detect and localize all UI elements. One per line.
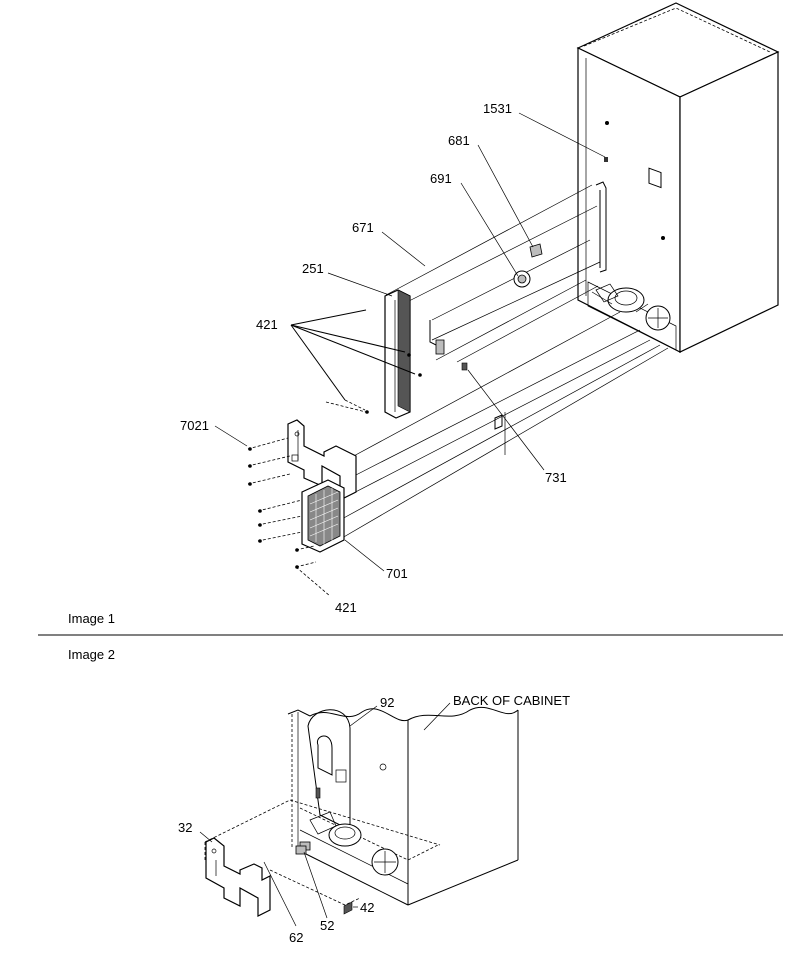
part-731: [494, 414, 503, 430]
part-691-knob: [513, 270, 531, 288]
label-leaders-image2: [199, 702, 451, 927]
caption-image1: Image 1: [68, 611, 115, 626]
label-62: 62: [289, 930, 303, 945]
cover-panel-32: [205, 837, 271, 917]
label-421-bottom: 421: [335, 600, 357, 615]
tube-bracket-671: [429, 320, 468, 371]
label-681: 681: [448, 133, 470, 148]
label-701: 701: [386, 566, 408, 581]
label-7021: 7021: [180, 418, 209, 433]
leaders-421: [290, 309, 416, 411]
assembly-outline: [204, 799, 441, 906]
part-52: [295, 845, 307, 855]
screws-421-top: [325, 353, 422, 414]
label-671: 671: [352, 220, 374, 235]
label-421-top: 421: [256, 317, 278, 332]
label-leaders: [214, 112, 606, 597]
label-731: 731: [545, 470, 567, 485]
part-42: [343, 901, 353, 915]
label-251: 251: [302, 261, 324, 276]
label-691: 691: [430, 171, 452, 186]
cabinet-back-panel: [287, 706, 519, 906]
label-42: 42: [360, 900, 374, 915]
bracket-7021: [287, 419, 357, 501]
label-1531: 1531: [483, 101, 512, 116]
label-92: 92: [380, 695, 394, 710]
caption-image2: Image 2: [68, 647, 115, 662]
panel-251: [384, 289, 411, 419]
screws-7021: [247, 437, 291, 486]
label-52: 52: [320, 918, 334, 933]
part-681: [529, 243, 543, 258]
compressor-area: [587, 281, 677, 351]
compressor-compartment: [299, 807, 439, 885]
image1-illustration: [214, 2, 780, 597]
label-32: 32: [178, 820, 192, 835]
refrigerator-cabinet: [576, 2, 780, 353]
label-back-of-cabinet: BACK OF CABINET: [453, 693, 570, 708]
grille-701: [301, 479, 345, 553]
image2-illustration: [199, 702, 519, 927]
screws-701: [257, 499, 317, 569]
